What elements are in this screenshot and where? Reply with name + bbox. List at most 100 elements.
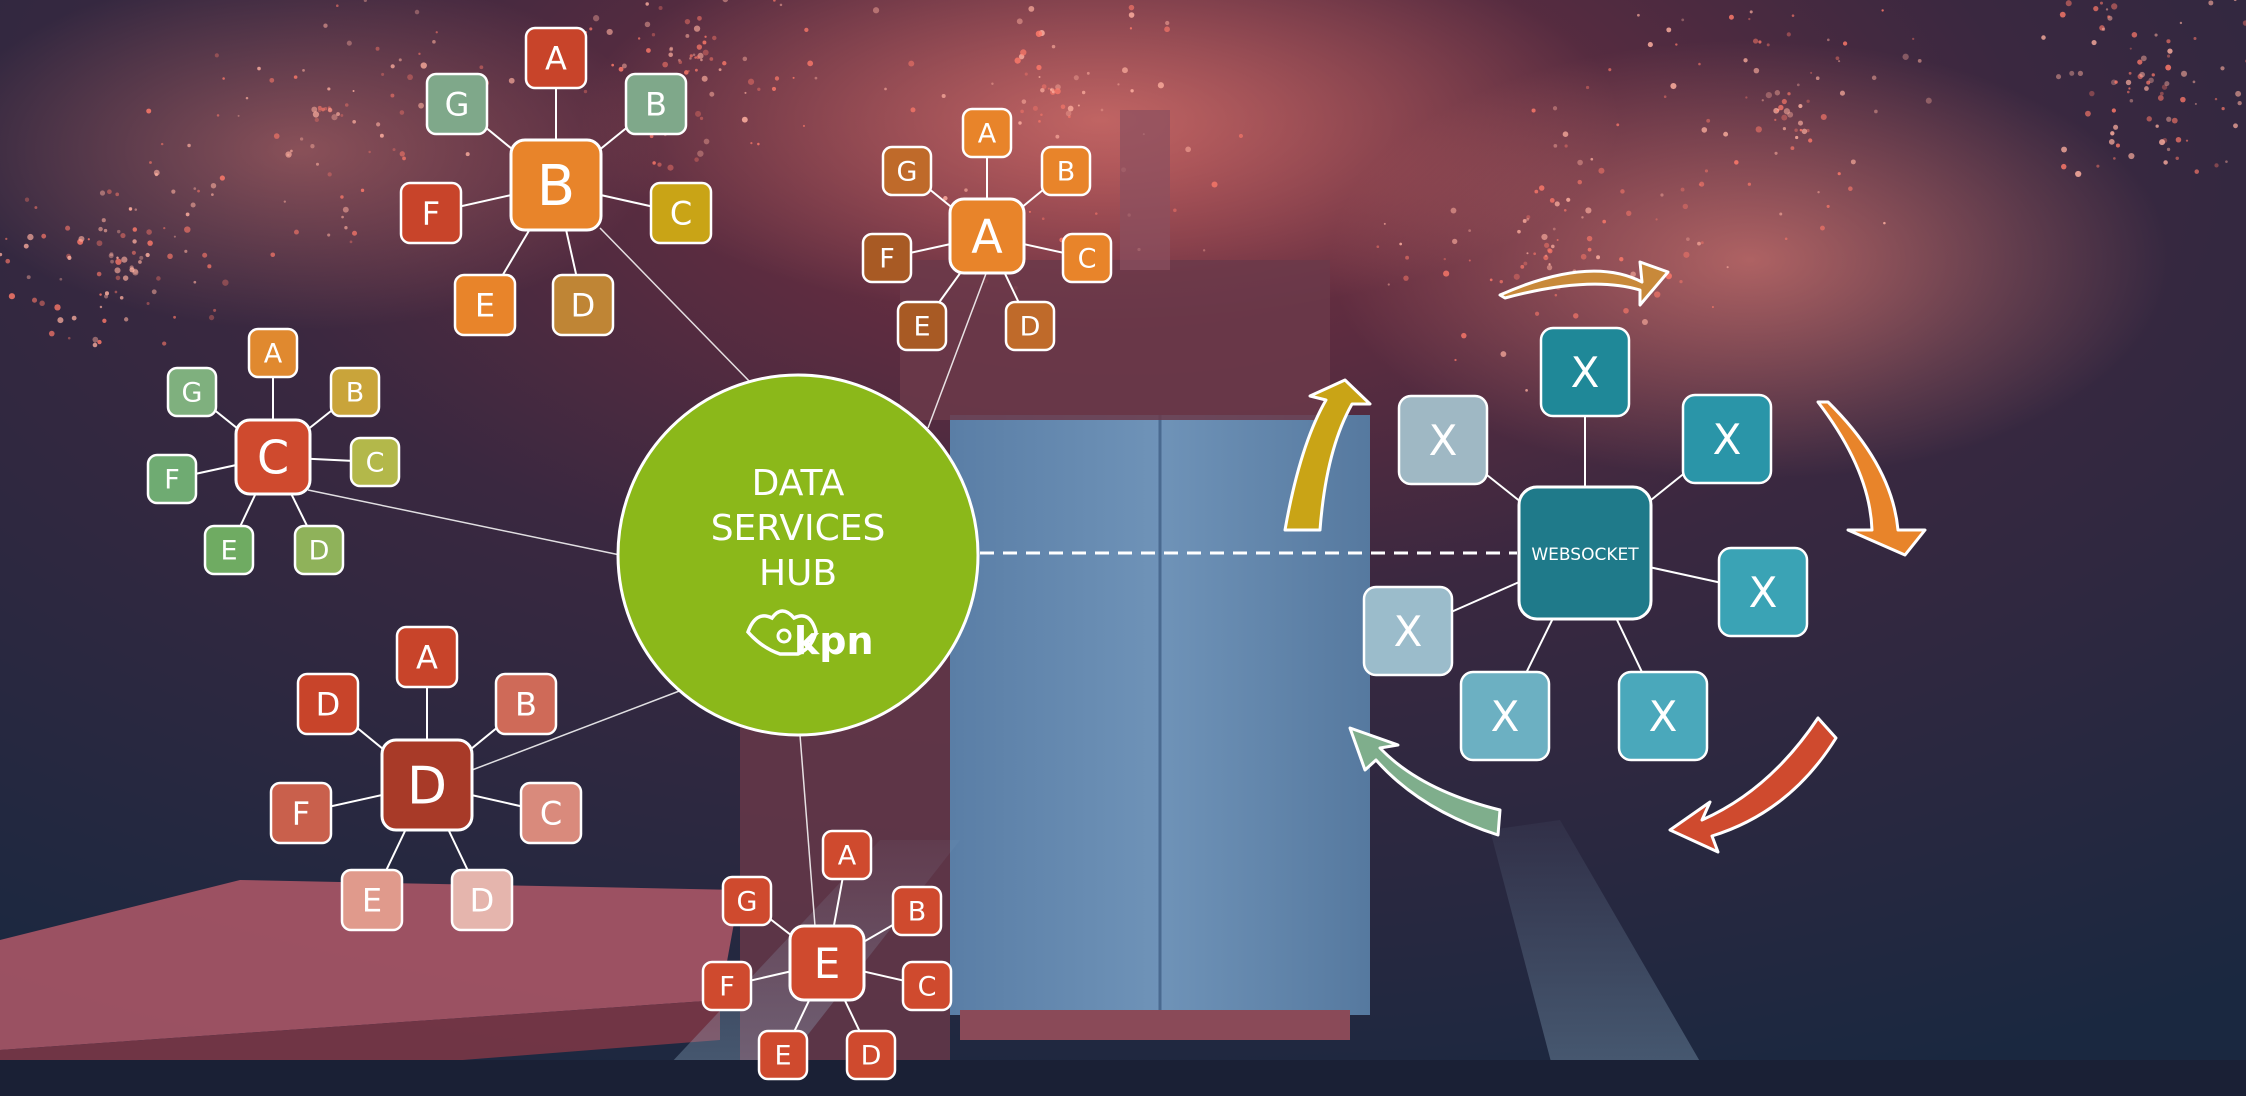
satellite-label: C <box>366 448 385 479</box>
satellite-label: G <box>897 157 918 188</box>
satellite-node-f: F <box>146 453 198 505</box>
satellite-node-b: B <box>624 72 688 136</box>
arrow-left <box>1283 378 1372 532</box>
satellite-label: E <box>220 536 237 567</box>
websocket-client-node: X <box>1617 670 1709 762</box>
satellite-node-d: D <box>450 868 514 932</box>
satellite-node-f: F <box>269 781 333 845</box>
satellite-node-e: E <box>340 868 404 932</box>
satellite-label: B <box>645 86 667 124</box>
satellite-label: B <box>908 897 927 928</box>
satellite-label: E <box>774 1041 791 1072</box>
cluster-center-label: B <box>537 154 575 219</box>
satellite-node-a: A <box>821 829 873 881</box>
satellite-node-d: D <box>845 1029 897 1081</box>
arrow-bottom-right <box>1668 716 1838 854</box>
satellite-label: A <box>545 40 567 78</box>
satellite-node-c: C <box>519 781 583 845</box>
hub-link <box>599 227 753 385</box>
satellite-node-d: D <box>551 273 615 337</box>
kpn-logo: kpn <box>746 609 874 663</box>
satellite-node-a: A <box>524 26 588 90</box>
websocket-server: WEBSOCKET <box>1517 485 1653 621</box>
cycle-arrows <box>1283 260 1927 854</box>
crown-icon <box>746 609 818 656</box>
satellite-node-b: B <box>329 366 381 418</box>
cluster-center-label: E <box>814 939 841 988</box>
websocket-client-label: X <box>1713 415 1742 464</box>
satellite-node-c: C <box>649 181 713 245</box>
hub-title-line: DATA <box>752 463 845 504</box>
websocket-client-label: X <box>1429 416 1458 465</box>
websocket-client-node: X <box>1459 670 1551 762</box>
satellite-node-f: F <box>701 960 753 1012</box>
cluster-center-label: D <box>407 757 447 817</box>
satellite-label: G <box>182 378 203 409</box>
satellite-label: F <box>422 195 440 233</box>
satellite-label: F <box>719 972 735 1003</box>
satellite-node-b: B <box>891 885 943 937</box>
satellite-label: D <box>861 1041 882 1072</box>
satellite-label: B <box>1057 157 1076 188</box>
e-cluster: A B C D E F G E <box>701 734 953 1081</box>
satellite-label: B <box>346 378 365 409</box>
satellite-label: D <box>1020 312 1041 343</box>
satellite-label: E <box>475 287 495 325</box>
satellite-node-e: E <box>757 1029 809 1081</box>
websocket-client-label: X <box>1749 568 1778 617</box>
cluster-center-label: C <box>257 431 289 485</box>
satellite-label: C <box>1078 244 1097 275</box>
websocket-client-label: X <box>1649 692 1678 741</box>
websocket-client-node: X <box>1362 585 1454 677</box>
cluster-center-c: C <box>234 418 312 496</box>
satellite-label: D <box>571 287 596 325</box>
satellite-label: A <box>264 339 283 370</box>
websocket-client-label: X <box>1571 348 1600 397</box>
kpn-logo-text: kpn <box>794 619 874 663</box>
satellite-label: G <box>445 86 470 124</box>
satellite-node-e: E <box>896 300 948 352</box>
cluster-center-a: A <box>948 197 1026 275</box>
satellite-node-d: D <box>293 524 345 576</box>
satellite-node-b: B <box>1040 145 1092 197</box>
satellite-label: C <box>918 972 937 1003</box>
cluster-center-d: D <box>380 738 474 832</box>
satellite-node-a: A <box>395 625 459 689</box>
hub-link <box>471 689 683 771</box>
cluster-center-e: E <box>788 924 866 1002</box>
satellite-node-c: C <box>901 960 953 1012</box>
satellite-node-f: F <box>399 181 463 245</box>
cluster-center-label: A <box>971 210 1003 264</box>
satellite-label: C <box>540 795 562 833</box>
satellite-node-e: E <box>203 524 255 576</box>
satellite-label: G <box>737 887 758 918</box>
websocket-client-label: X <box>1491 692 1520 741</box>
satellite-node-g: G <box>721 875 773 927</box>
satellite-node-g: G <box>881 145 933 197</box>
hub-title-line: HUB <box>759 553 837 594</box>
network-diagram: ABCDEFGBABCDEFGAABCDEFGCABCDEFDDABCDEFGE… <box>146 26 1927 1081</box>
satellite-node-g: G <box>425 72 489 136</box>
satellite-node-a: A <box>247 327 299 379</box>
satellite-label: F <box>164 465 180 496</box>
websocket-client-node: X <box>1717 546 1809 638</box>
arrow-top <box>1498 260 1670 307</box>
satellite-label: E <box>913 312 930 343</box>
satellite-label: A <box>978 119 997 150</box>
websocket-client-node: X <box>1539 326 1631 418</box>
satellite-node-c: C <box>1061 232 1113 284</box>
satellite-label: C <box>670 195 692 233</box>
hub-link <box>927 270 988 429</box>
satellite-label: D <box>470 882 495 920</box>
satellite-node-g: G <box>166 366 218 418</box>
satellite-node-d: D <box>296 672 360 736</box>
satellite-label: D <box>309 536 330 567</box>
hub-link <box>307 489 621 556</box>
hub-link <box>799 734 816 927</box>
b-cluster: A B C D E F G B <box>399 26 753 385</box>
